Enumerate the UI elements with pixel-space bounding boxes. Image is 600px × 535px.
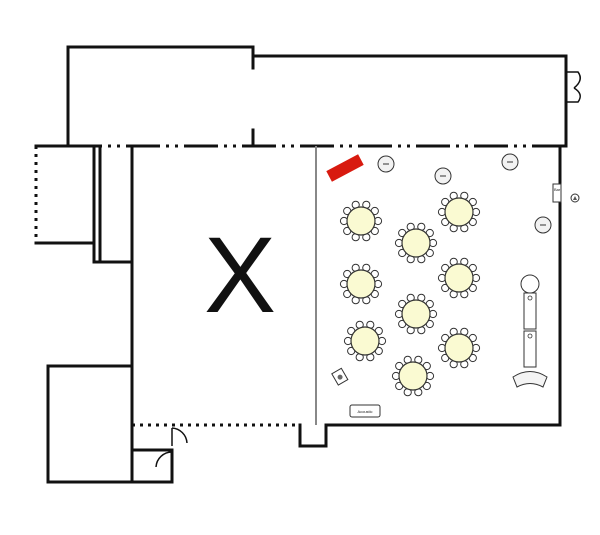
bar-label: Bar — [554, 187, 561, 192]
table-top — [401, 299, 431, 329]
stage-element[interactable] — [326, 154, 364, 182]
door-south-west-2[interactable] — [155, 451, 173, 468]
table-top — [401, 228, 431, 258]
round-table[interactable] — [394, 293, 438, 335]
round-table[interactable] — [394, 222, 438, 264]
round-table[interactable] — [343, 320, 387, 362]
curved-bar[interactable] — [512, 371, 548, 388]
round-table[interactable] — [339, 263, 383, 305]
cocktail-table[interactable] — [534, 216, 552, 234]
cocktail-table[interactable] — [377, 155, 395, 173]
acoustic-label: Acoustic — [357, 409, 372, 414]
south-west-room — [46, 364, 174, 484]
bar-pillar[interactable]: Bar — [552, 183, 562, 203]
table-top — [346, 206, 376, 236]
speaker-icon — [331, 367, 349, 386]
acoustic-box[interactable]: Acoustic — [349, 404, 381, 418]
door-south-west-1[interactable] — [171, 427, 188, 446]
cocktail-table[interactable] — [501, 153, 519, 171]
table-top — [444, 197, 474, 227]
round-table[interactable] — [437, 257, 481, 299]
table-top — [350, 326, 380, 356]
cocktail-tables — [377, 153, 552, 234]
table-top — [444, 263, 474, 293]
table-top — [398, 361, 428, 391]
round-table[interactable] — [339, 200, 383, 242]
person-icon — [570, 193, 580, 203]
round-tables — [339, 191, 481, 397]
round-table[interactable] — [437, 327, 481, 369]
room-marker-x: X — [204, 214, 276, 335]
round-table[interactable] — [437, 191, 481, 233]
buffet-line[interactable] — [520, 274, 540, 368]
table-top — [346, 269, 376, 299]
table-top — [444, 333, 474, 363]
double-door-north-east[interactable] — [566, 71, 581, 103]
north-room — [66, 45, 568, 148]
west-wing — [34, 144, 134, 264]
cocktail-table[interactable] — [434, 167, 452, 185]
round-table[interactable] — [391, 355, 435, 397]
